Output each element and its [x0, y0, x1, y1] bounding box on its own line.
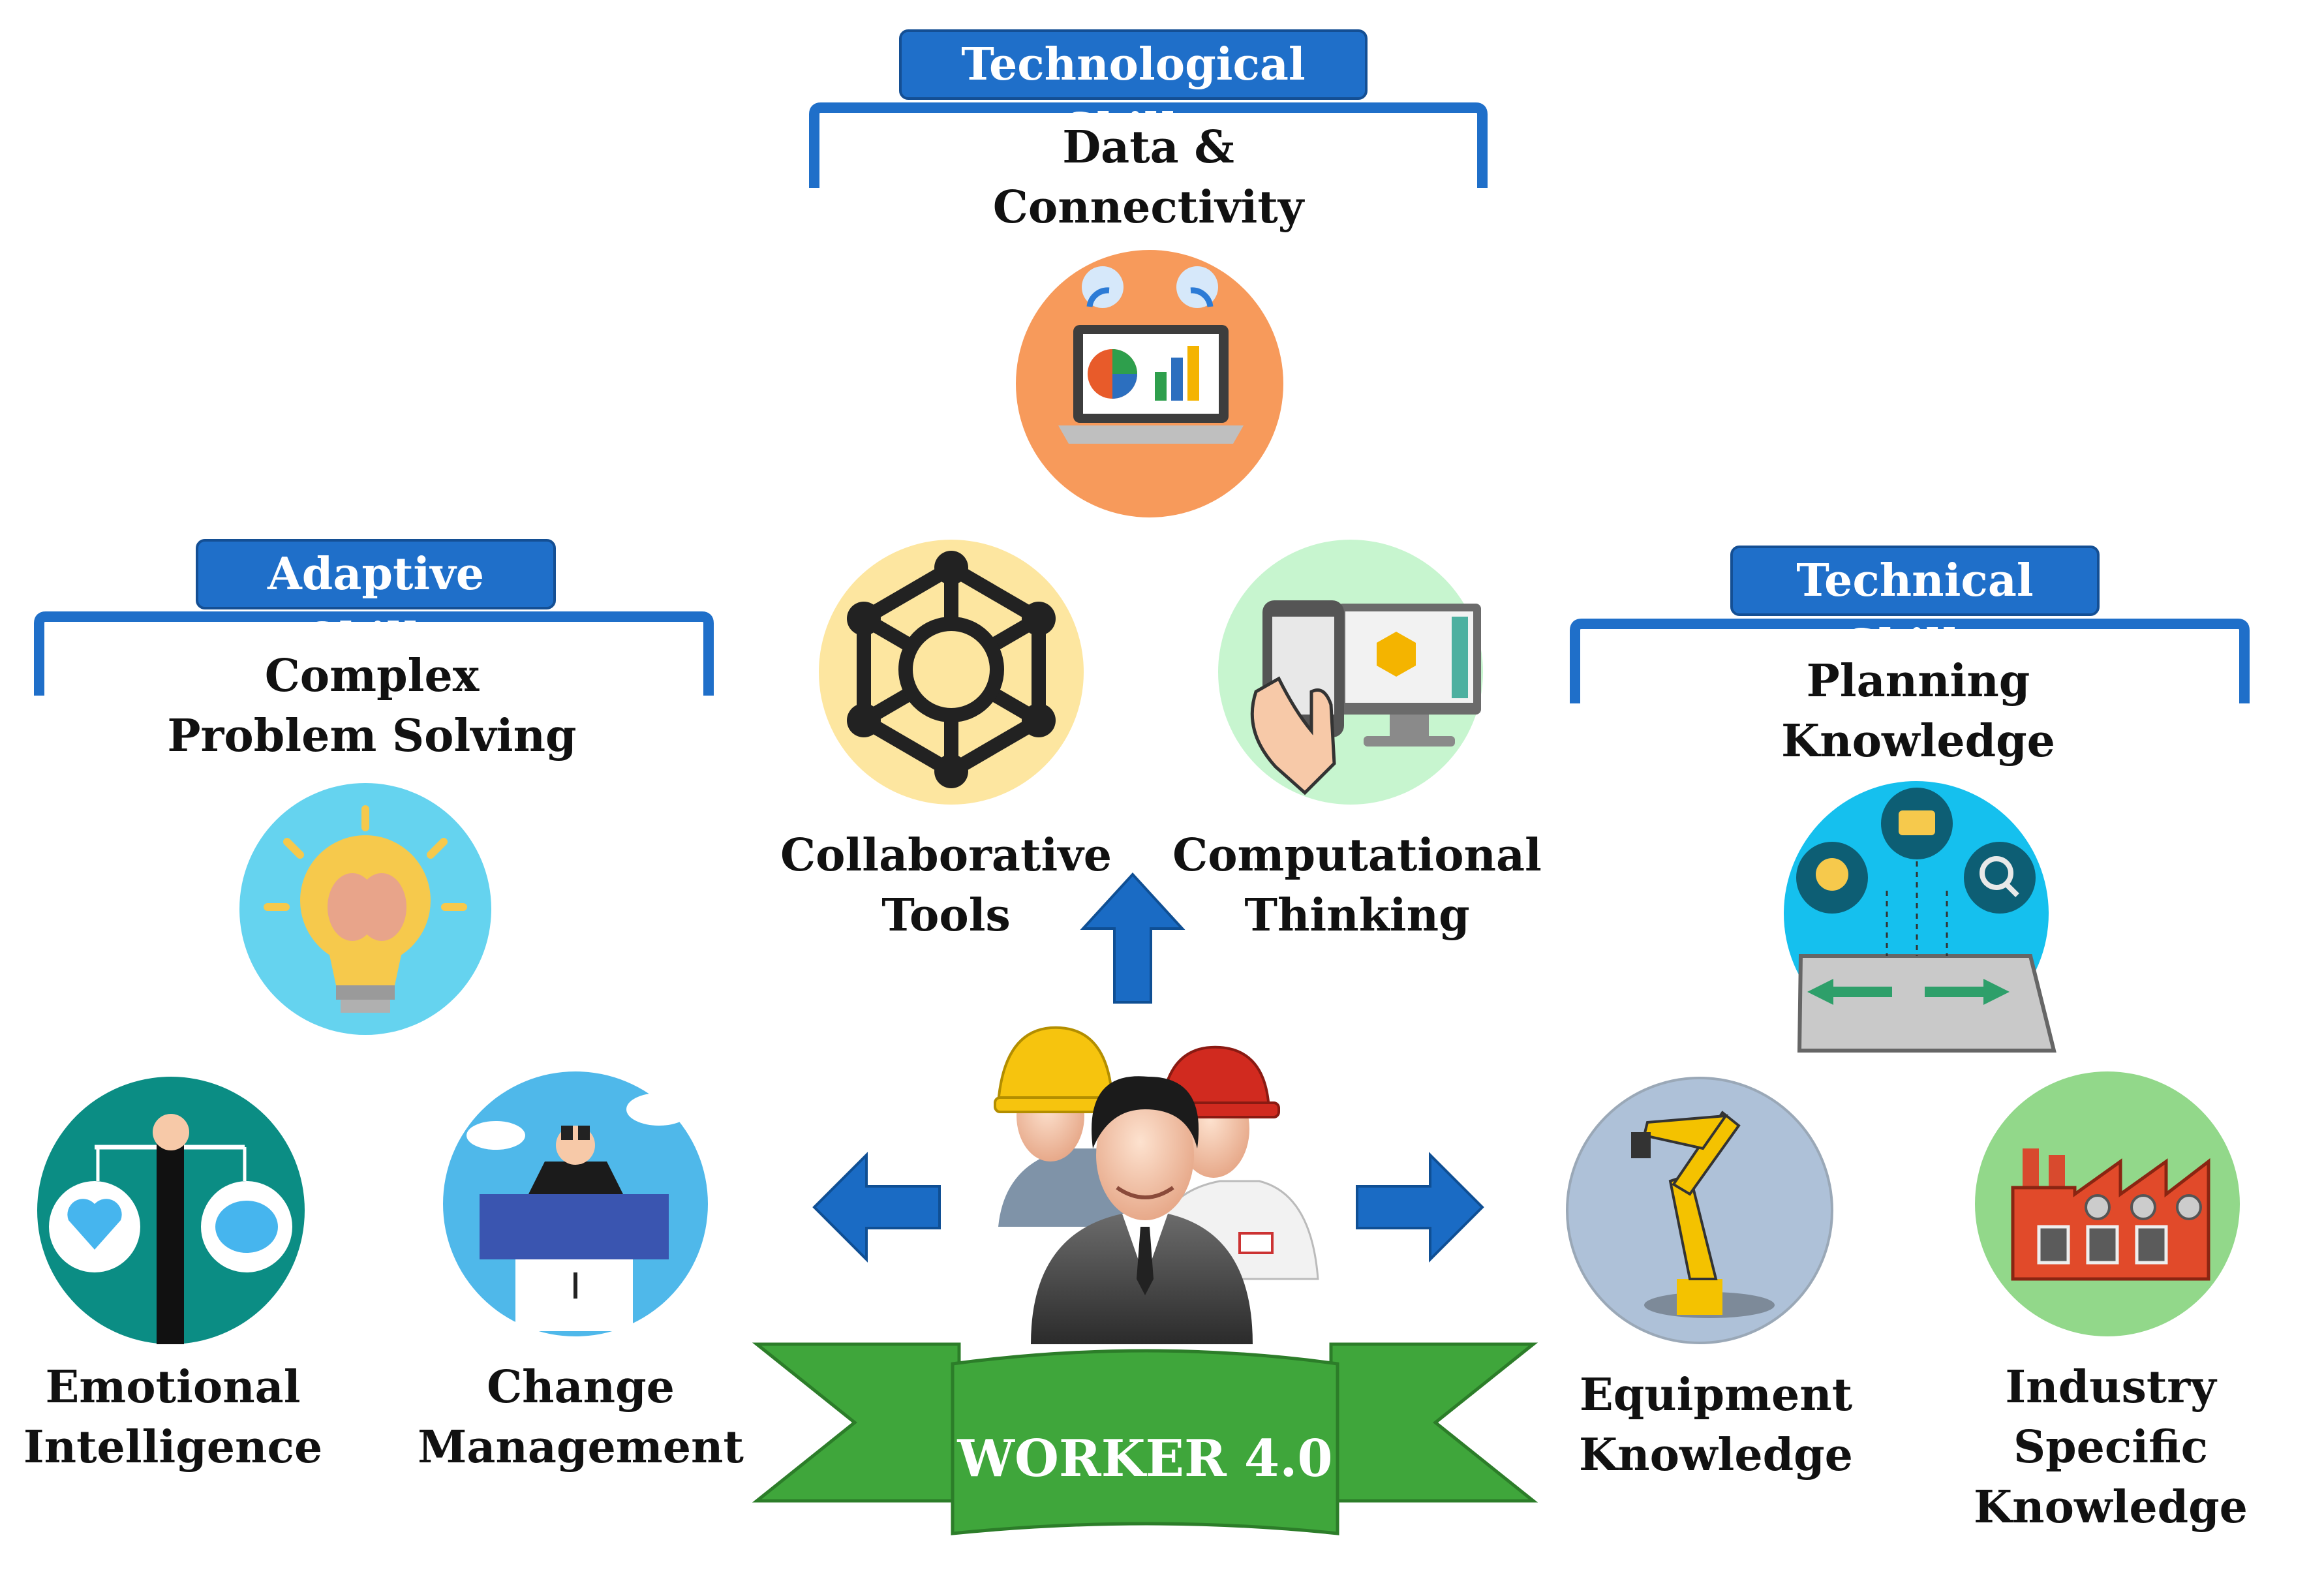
collaborative-tools-label: Collaborative Tools — [770, 825, 1122, 946]
technological-skills-badge: Technological Skills — [899, 29, 1368, 156]
phone-monitor-icon — [1218, 540, 1483, 805]
planning-knowledge-line2: Knowledge — [1781, 715, 2055, 767]
equipment-knowledge-label: Equipment Knowledge — [1553, 1365, 1879, 1485]
change-management-label: Change Management — [411, 1357, 750, 1477]
arrow-left-icon — [812, 1152, 941, 1263]
change-management-line1: Change — [487, 1361, 675, 1413]
equipment-knowledge-line2: Knowledge — [1579, 1429, 1853, 1481]
robot-arm-icon — [1566, 1077, 1833, 1344]
planning-knowledge-label: Planning Knowledge — [1722, 651, 2114, 771]
worker-banner-text: WORKER 4.0 — [957, 1429, 1333, 1488]
computational-thinking-line1: Computational — [1172, 829, 1542, 882]
collaborative-tools-line2: Tools — [881, 889, 1011, 942]
change-management-line2: Management — [418, 1421, 744, 1473]
technological-bracket — [809, 102, 1488, 188]
adaptive-skills-badge: Adaptive Skills — [196, 539, 556, 666]
emotional-intelligence-label: Emotional Intelligence — [13, 1357, 333, 1477]
arrow-right-icon — [1356, 1152, 1484, 1263]
collaborative-tools-line1: Collaborative — [780, 829, 1112, 882]
complex-problem-solving-label: Complex Problem Solving — [130, 646, 613, 766]
worker-banner-ribbon — [752, 1342, 1538, 1535]
workers-group-icon — [994, 1026, 1319, 1344]
planning-knowledge-line1: Planning — [1806, 655, 2030, 707]
industry-specific-knowledge-line1: Industry Specific — [2005, 1361, 2216, 1473]
arrow-up-icon — [1080, 872, 1185, 1004]
planning-board-icon — [1784, 781, 2056, 1053]
lightbulb-brain-icon — [239, 783, 491, 1035]
data-connectivity-line2: Connectivity — [992, 181, 1304, 234]
data-connectivity-line1: Data & — [1062, 121, 1234, 174]
complex-problem-solving-line1: Complex — [264, 650, 480, 702]
heart-brain-balance-icon — [37, 1077, 305, 1344]
computational-thinking-line2: Thinking — [1244, 889, 1470, 942]
computational-thinking-label: Computational Thinking — [1168, 825, 1546, 946]
equipment-knowledge-line1: Equipment — [1579, 1369, 1853, 1421]
technical-skills-badge: Technical Skills — [1730, 546, 2100, 672]
factory-icon — [1975, 1071, 2240, 1336]
complex-problem-solving-line2: Problem Solving — [167, 710, 577, 762]
emotional-intelligence-line2: Intelligence — [23, 1421, 323, 1473]
data-connectivity-label: Data & Connectivity — [887, 117, 1409, 238]
network-hexagon-icon — [819, 540, 1084, 805]
industry-specific-knowledge-label: Industry Specific Knowledge — [1905, 1357, 2316, 1537]
laptop-analytics-icon — [1016, 250, 1283, 517]
adaptive-bracket — [34, 611, 714, 696]
binoculars-podium-icon — [443, 1071, 708, 1336]
technical-bracket — [1570, 619, 2250, 703]
emotional-intelligence-line1: Emotional — [45, 1361, 301, 1413]
industry-specific-knowledge-line2: Knowledge — [1974, 1481, 2248, 1533]
